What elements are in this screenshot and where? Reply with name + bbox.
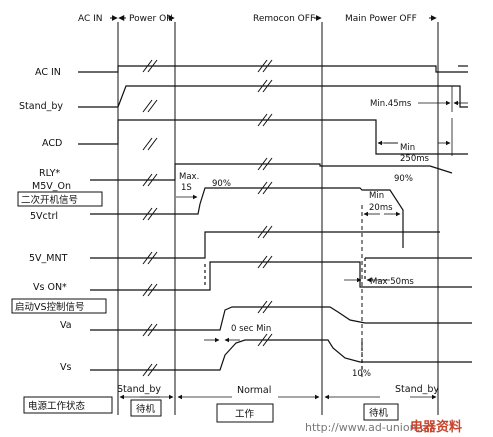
ann-max-1s-a: Max. <box>179 172 199 182</box>
label-ac-in: AC IN <box>35 67 61 78</box>
wave-va <box>90 306 472 331</box>
box-secondary-on <box>17 191 103 207</box>
ann-10-pct: 10% <box>352 369 371 379</box>
headers: AC IN Power ON Remocon OFF Main Power OF… <box>78 14 437 24</box>
ann-90-right: 90% <box>394 174 413 184</box>
header-ac-in: AC IN <box>78 14 103 24</box>
ann-min-250ms-a: Min <box>400 143 415 153</box>
watermark-url: http://www.ad-union.cn <box>305 421 433 434</box>
label-rly: RLY* <box>39 168 60 179</box>
label-m5v-on: M5V_On <box>32 181 71 192</box>
label-stand-by: Stand_by <box>19 101 63 112</box>
state-standby-cn-right: 待机 <box>369 407 389 419</box>
wave-vs <box>90 339 472 371</box>
ann-min-250ms-b: 250ms <box>400 154 430 164</box>
header-main-power-off: Main Power OFF <box>345 14 417 24</box>
box-vs-control <box>11 298 107 314</box>
label-5v-mnt: 5V_MNT <box>29 253 68 264</box>
ann-0-sec-min: 0 sec Min <box>231 324 271 334</box>
header-power-on: Power ON <box>129 14 173 24</box>
wave-acd <box>78 119 468 155</box>
box-state-label <box>23 396 113 414</box>
state-standby-cn-left: 待机 <box>136 403 156 415</box>
ann-min-20ms-a: Min <box>369 191 384 201</box>
watermark: http://www.ad-union.cn 电器资料 <box>305 419 462 435</box>
ann-min-45ms: Min.45ms <box>370 99 412 109</box>
wave-vs-on <box>90 261 472 291</box>
waveforms <box>78 65 472 372</box>
label-vs-on: Vs ON* <box>33 282 67 293</box>
label-5vctrl: 5Vctrl <box>30 211 58 222</box>
wave-5vctrl <box>90 187 404 248</box>
ann-max-50ms: Max 50ms <box>370 277 414 287</box>
wave-stand-by <box>78 85 468 108</box>
label-vs: Vs <box>60 362 71 373</box>
break-col-1 <box>142 59 158 377</box>
timing-annotations: Max. 1S 90% Min.45ms Min 250ms 90% Min 2… <box>176 99 468 379</box>
wave-ac-in <box>78 65 468 73</box>
break-marks <box>142 59 273 377</box>
state-stand-by-right: Stand_by <box>395 384 439 395</box>
label-va: Va <box>60 320 72 331</box>
break-col-2 <box>257 59 273 347</box>
label-acd: ACD <box>42 138 62 149</box>
state-normal: Normal <box>237 385 271 396</box>
box-standby-cn-left <box>130 399 162 417</box>
signal-labels: AC IN Stand_by ACD RLY* M5V_On 二次开机信号 5V… <box>11 67 107 373</box>
label-secondary-on-cn: 二次开机信号 <box>21 194 78 206</box>
state-stand-by-left: Stand_by <box>117 384 161 395</box>
watermark-brand: 电器资料 <box>410 419 462 435</box>
event-markers <box>117 22 439 415</box>
wave-rly <box>90 163 453 181</box>
box-working-cn <box>216 403 274 423</box>
ann-90-left: 90% <box>212 179 231 189</box>
box-standby-cn-right <box>363 403 399 421</box>
header-remocon-off: Remocon OFF <box>253 14 315 24</box>
ann-max-1s-b: 1S <box>181 183 192 193</box>
state-row: 电源工作状态 Stand_by Normal Stand_by 待机 工作 待机 <box>23 384 439 423</box>
state-row-label: 电源工作状态 <box>28 400 86 412</box>
label-vs-control-cn: 启动VS控制信号 <box>15 301 85 313</box>
state-working-cn: 工作 <box>235 408 255 420</box>
ann-min-20ms-b: 20ms <box>369 203 393 213</box>
